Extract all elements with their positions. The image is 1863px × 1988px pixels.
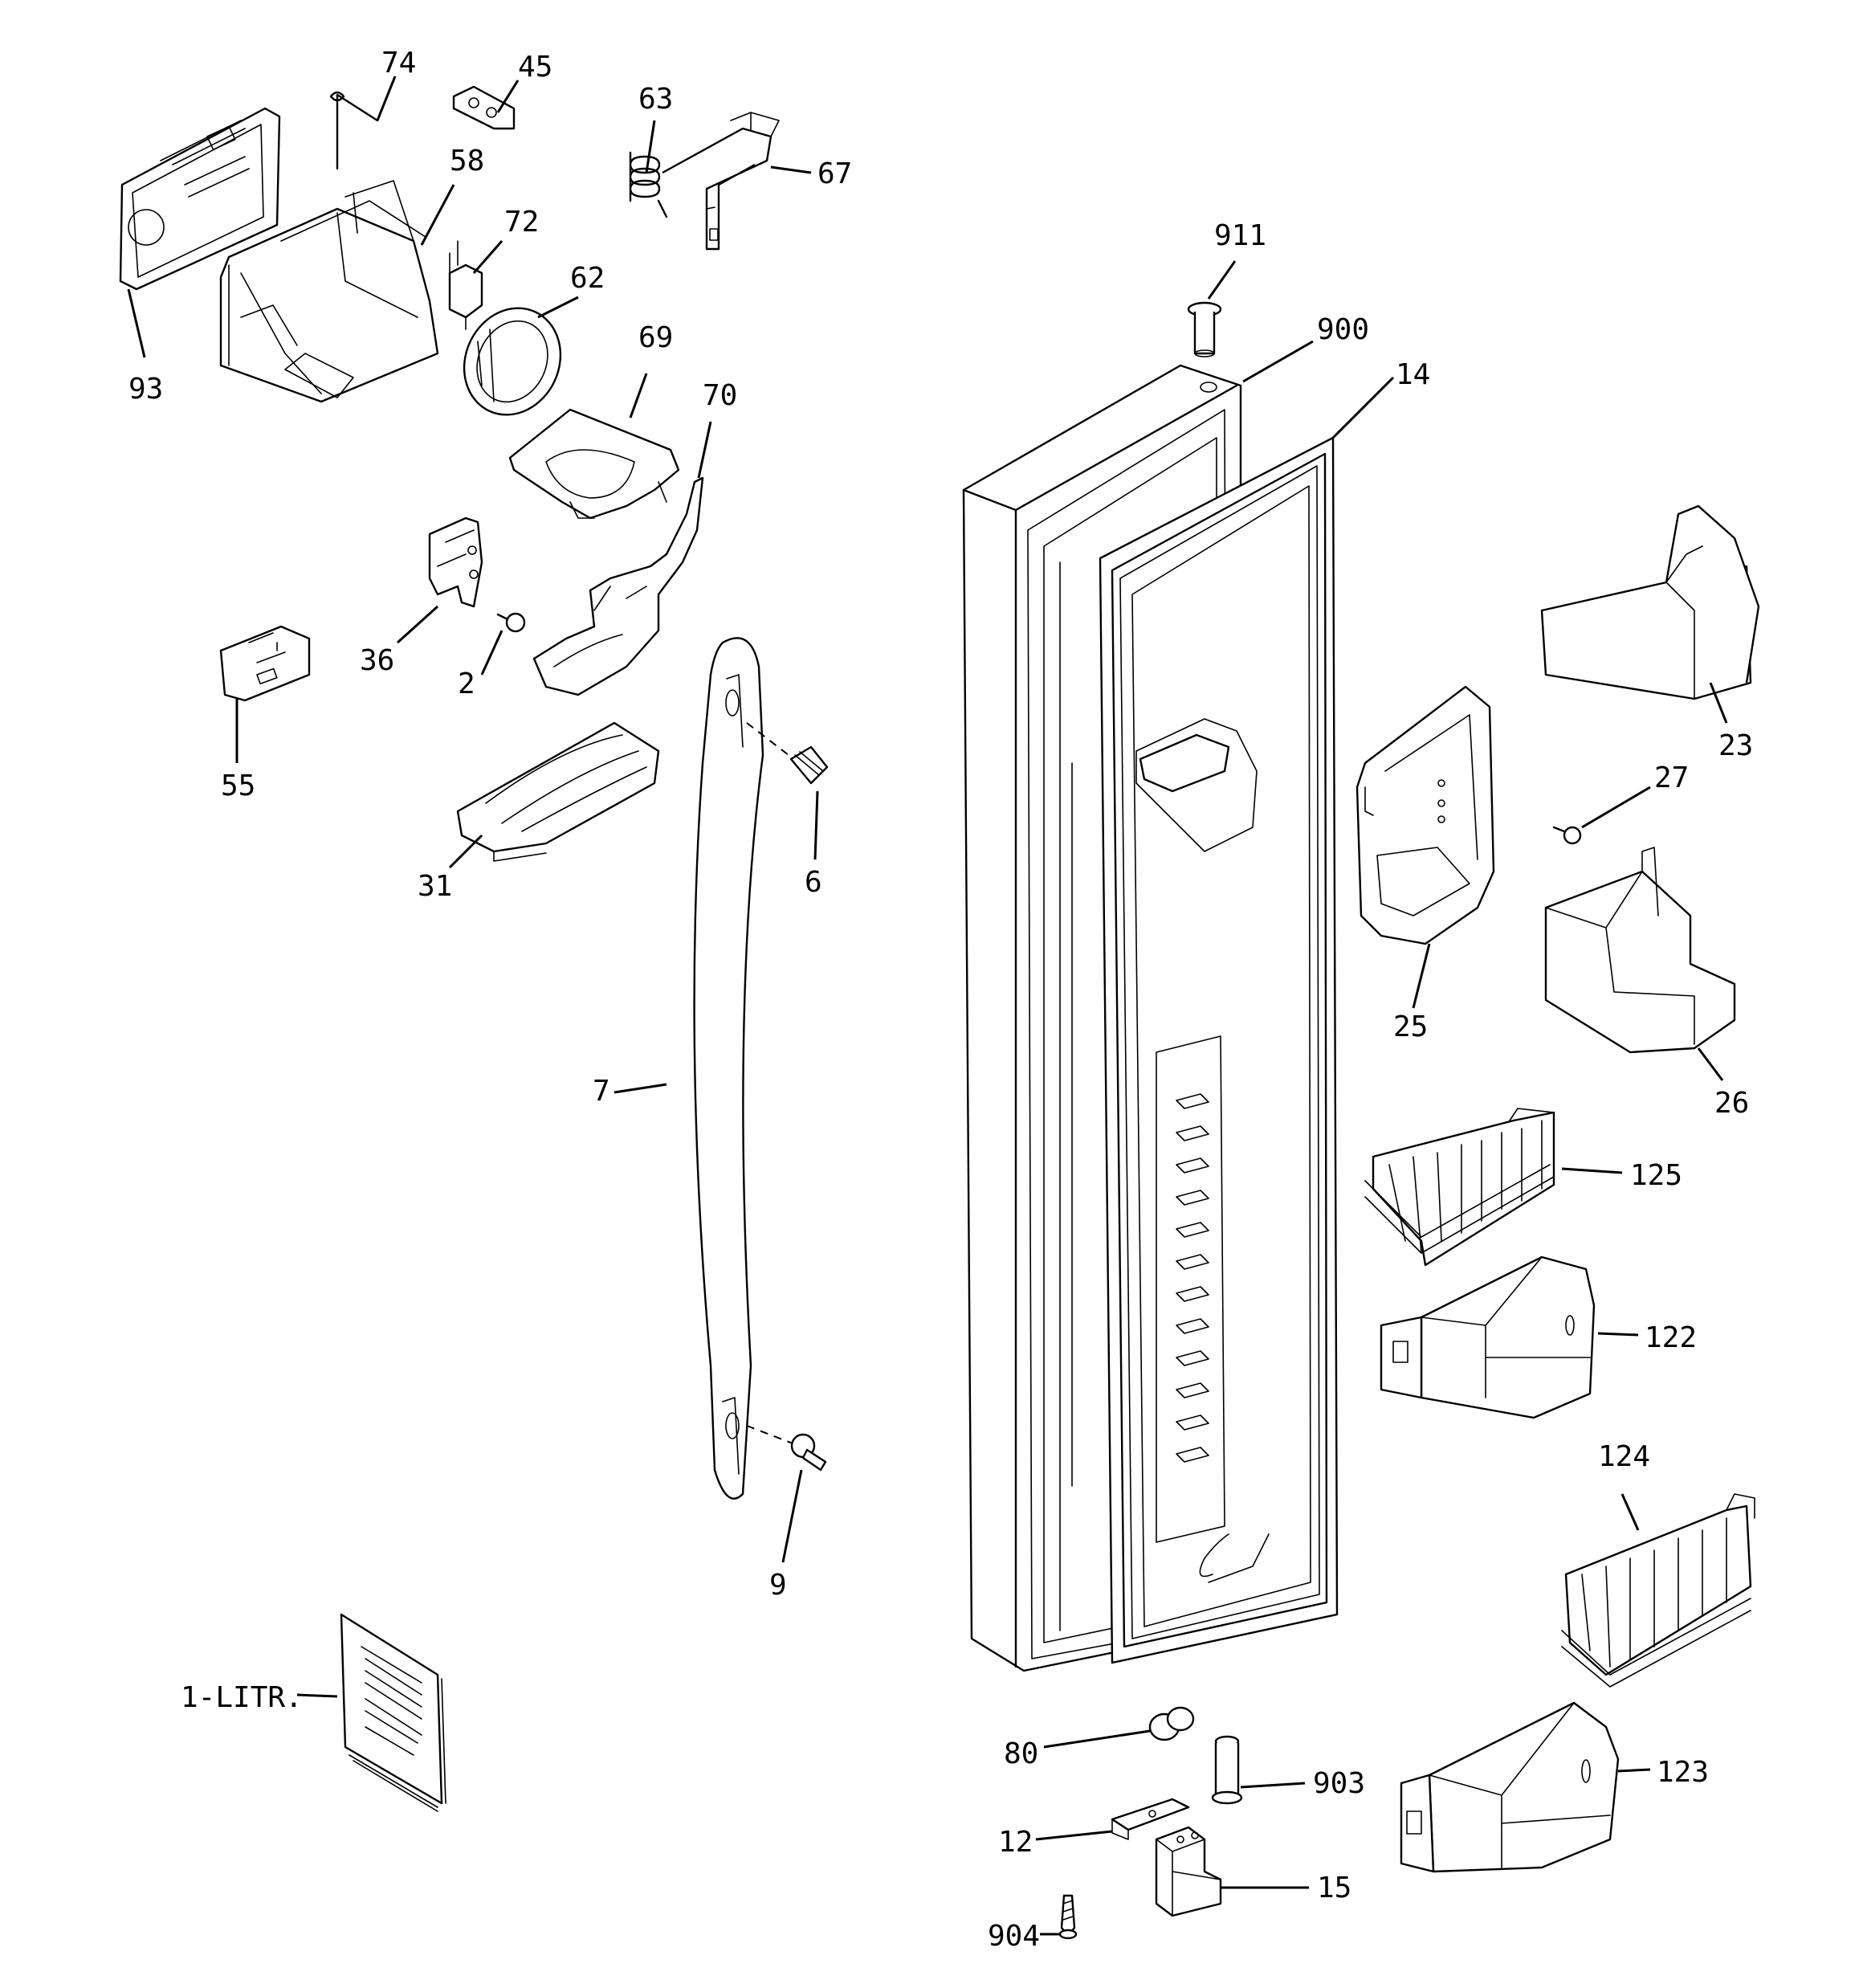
label-900: 900 — [1317, 313, 1369, 346]
dispenser-recess — [1135, 718, 1258, 1543]
part-70-paddle — [532, 476, 704, 696]
label-58: 58 — [450, 145, 484, 178]
label-25: 25 — [1393, 1010, 1428, 1043]
part-27-screw — [1552, 826, 1582, 845]
part-1-litr-literature — [340, 1613, 446, 1812]
leader-lines — [127, 76, 1728, 1936]
label-74: 74 — [381, 47, 416, 80]
label-903: 903 — [1313, 1767, 1365, 1800]
label-31: 31 — [418, 870, 452, 903]
label-9: 9 — [769, 1569, 787, 1602]
part-80-bushing — [1148, 1706, 1195, 1741]
part-9-stud — [790, 1433, 827, 1472]
label-1-litr: 1-LITR. — [181, 1681, 303, 1714]
label-6: 6 — [805, 866, 822, 899]
label-125: 125 — [1630, 1159, 1682, 1192]
part-904-screw — [1058, 1894, 1078, 1940]
part-58-dispenser-housing — [219, 180, 439, 403]
label-26: 26 — [1714, 1087, 1749, 1120]
part-74-spring — [329, 91, 379, 170]
label-27: 27 — [1654, 761, 1689, 794]
label-12: 12 — [998, 1826, 1033, 1859]
label-911: 911 — [1214, 219, 1266, 252]
part-903-hinge-pin — [1211, 1735, 1243, 1805]
label-69: 69 — [638, 321, 673, 354]
label-70: 70 — [703, 379, 737, 412]
part-63-spring — [629, 151, 668, 218]
dashed-line-9 — [746, 1425, 800, 1447]
part-69-chute — [508, 408, 680, 520]
label-93: 93 — [128, 373, 163, 406]
label-123: 123 — [1657, 1756, 1709, 1789]
part-122-bin — [1380, 1255, 1596, 1419]
part-125-wire-basket — [1364, 1108, 1555, 1267]
dashed-line-6 — [746, 722, 800, 764]
label-2: 2 — [458, 667, 475, 700]
part-911-bushing — [1187, 301, 1222, 357]
label-62: 62 — [570, 262, 605, 295]
part-124-wire-basket — [1561, 1493, 1755, 1688]
part-31-drip-tray — [456, 721, 660, 862]
part-26-bin — [1544, 847, 1736, 1054]
label-67: 67 — [817, 157, 852, 190]
part-15-bottom-hinge — [1155, 1826, 1222, 1917]
part-23-cover — [1540, 504, 1760, 700]
part-6-plug — [789, 745, 829, 785]
shelf-clip-column — [1176, 1093, 1270, 1583]
label-904: 904 — [988, 1920, 1040, 1953]
part-72-micro-switch — [448, 240, 483, 330]
part-67-lever — [662, 112, 780, 251]
part-labels: 74 45 63 67 58 72 62 93 69 70 36 2 55 31… — [128, 47, 1753, 1953]
part-93-control-panel — [119, 107, 281, 291]
part-62-ring — [463, 307, 562, 416]
label-124: 124 — [1598, 1440, 1650, 1473]
label-55: 55 — [221, 769, 255, 802]
label-36: 36 — [360, 644, 394, 677]
part-123-bin — [1400, 1701, 1620, 1873]
label-72: 72 — [504, 206, 539, 239]
label-122: 122 — [1645, 1321, 1697, 1354]
part-45-bracket — [452, 85, 516, 130]
part-7-door-handle — [693, 637, 764, 1500]
part-25-dispenser-cradle — [1355, 685, 1495, 945]
label-15: 15 — [1317, 1872, 1351, 1904]
label-80: 80 — [1004, 1737, 1038, 1770]
label-23: 23 — [1718, 729, 1753, 762]
label-63: 63 — [638, 83, 673, 116]
part-36-bracket — [428, 516, 483, 608]
label-45: 45 — [518, 51, 552, 84]
part-55-board — [219, 625, 311, 702]
part-2-screw — [496, 612, 526, 633]
part-14-door-gasket — [1099, 436, 1339, 1664]
label-14: 14 — [1396, 358, 1430, 391]
part-12-shim — [1111, 1798, 1190, 1840]
label-7: 7 — [593, 1075, 610, 1108]
